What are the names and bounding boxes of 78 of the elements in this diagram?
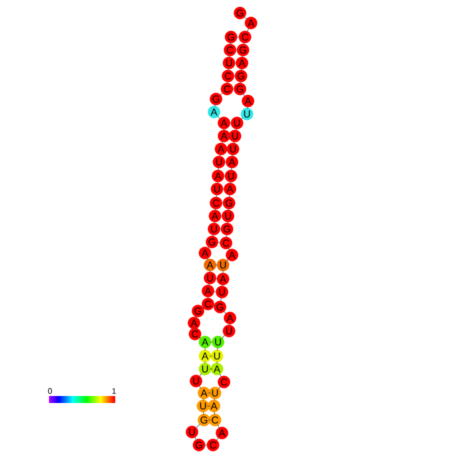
backbone-line [217,181,218,184]
backbone-line [217,116,221,120]
backbone-line [226,234,227,238]
base-pair-line [229,122,232,124]
backbone-line [228,208,229,211]
backbone-line [242,55,243,58]
base-pair-line [217,242,221,243]
backbone-line [222,270,224,274]
base-pair-line [215,264,218,266]
backbone-line [223,310,227,314]
backbone-line [218,167,219,171]
backbone-line [219,374,222,378]
backbone-line [222,334,226,338]
backbone-line [196,424,200,428]
backbone-line [240,117,244,120]
backbone-line [246,28,250,32]
base-pair-line [232,88,235,90]
backbone-line [208,283,210,286]
backbone-line [216,437,220,441]
backbone-line [203,398,204,401]
base-pair-line [221,202,224,204]
backbone-line [242,93,246,97]
backbone-line [194,436,197,440]
backbone-line [247,106,248,109]
backbone-line [229,323,230,326]
backbone-line [217,424,220,428]
base-pair-line [213,291,217,292]
backbone-line [227,81,228,84]
backbone-line [204,361,206,364]
backbone-line [214,411,215,415]
base-pair-line [207,392,212,394]
backbone-line [212,234,214,237]
backbone-line [198,337,202,339]
base-pair-line [209,368,213,370]
base-pair-line [222,188,225,190]
backbone-line [216,194,217,198]
backbone-line [198,385,202,389]
backbone-line [216,361,218,364]
backbone-line [220,92,224,96]
scale-label: 1 [112,388,116,394]
backbone-line [202,306,204,309]
backbone-line [203,411,204,415]
backbone-line [220,297,222,302]
base-pair-line [212,304,216,306]
backbone-line [227,221,228,224]
backbone-line [244,16,248,20]
backbone-line [195,316,197,318]
backbone-line [206,258,208,260]
backbone-line [232,154,233,157]
backbone-line [226,258,229,262]
backbone-line [231,167,232,171]
backbone-line [217,347,218,351]
backbone-line [228,68,229,71]
base-pair-line [236,36,240,38]
backbone-line [194,326,195,331]
backbone-line [222,141,224,144]
backbone-line [241,68,242,71]
backbone-line [229,55,230,58]
backbone-line [204,444,208,446]
backbone-line [222,284,223,287]
backbone-line [230,42,231,45]
backbone-line [215,208,216,211]
backbone-line [230,181,231,184]
base-pair-line [225,148,229,150]
backbone-line [198,373,202,377]
backbone-line [214,221,215,224]
backbone-line [218,386,221,390]
backbone-line [208,246,210,249]
base-pair-line [219,228,222,230]
backbone-line [214,104,216,107]
base-pair-line [234,62,237,64]
backbone-line [240,81,241,84]
backbone-line [214,398,215,401]
base-pair-line [215,278,218,279]
backbone-line [204,347,206,351]
scale-label: 0 [48,388,52,394]
backbone-line [228,248,230,250]
backbone-line [229,194,230,198]
